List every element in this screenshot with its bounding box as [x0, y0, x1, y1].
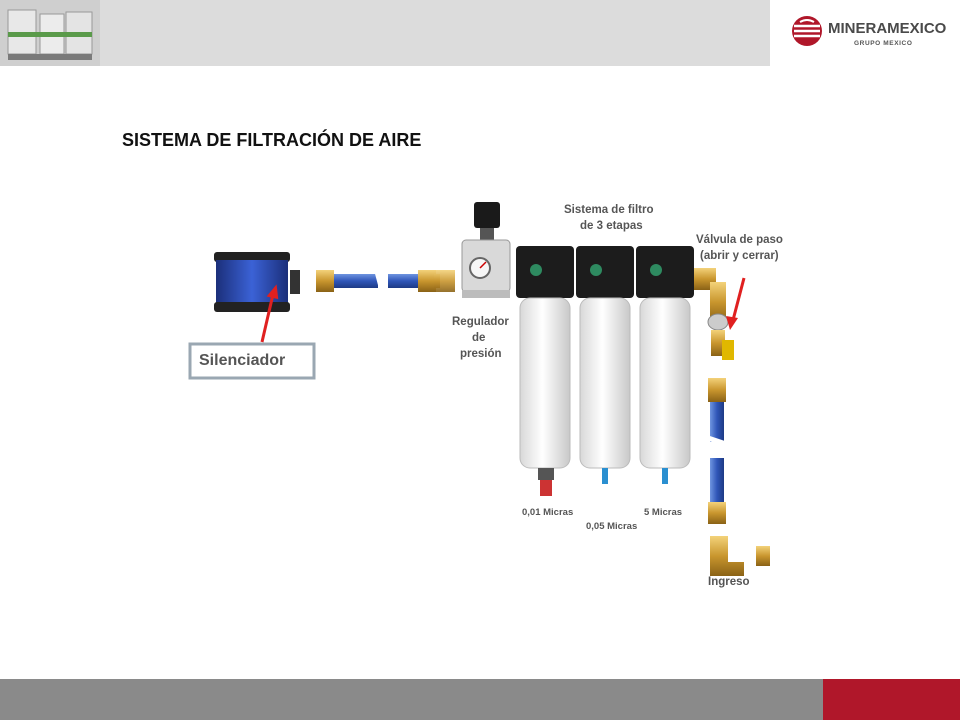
micras-5-label: 5 Micras: [644, 507, 683, 518]
silenciador-label: Silenciador: [199, 352, 286, 369]
sistema-label-line1: Sistema de filtro: [564, 204, 654, 216]
filter-housing-2: [576, 246, 634, 484]
shutoff-valve: [694, 268, 734, 360]
pressure-regulator: [461, 202, 511, 298]
filter-housing-1: [516, 246, 574, 496]
sistema-label-line2: de 3 etapas: [580, 220, 643, 232]
micras-005-label: 0,05 Micras: [586, 521, 638, 532]
header-band: [0, 0, 770, 66]
footer-accent: [823, 679, 960, 720]
valvula-label-line2: (abrir y cerrar): [700, 250, 779, 262]
equipment-photo: [0, 0, 100, 66]
mineramexico-logo-icon: [792, 16, 822, 46]
filtration-diagram: Silenciador Sistema de filtro de 3 etapa…: [170, 190, 820, 600]
regulador-label-line3: presión: [460, 348, 502, 360]
company-logo: MINERAMEXICO GRUPO MEXICO: [790, 12, 950, 56]
micras-001-label: 0,01 Micras: [522, 507, 574, 518]
logo-sub: GRUPO MEXICO: [854, 40, 913, 47]
silencer: [214, 252, 300, 312]
slide-title: SISTEMA DE FILTRACIÓN DE AIRE: [122, 130, 422, 150]
regulador-label-line1: Regulador: [452, 316, 509, 328]
ingreso-label: Ingreso: [708, 576, 750, 588]
filter-housing-3: [636, 246, 694, 484]
regulador-label-line2: de: [472, 332, 486, 344]
logo-name: MINERAMEXICO: [828, 20, 947, 37]
valvula-label-line1: Válvula de paso: [696, 234, 783, 246]
footer-bar: [0, 679, 823, 720]
diagram-graphic: [188, 202, 770, 576]
